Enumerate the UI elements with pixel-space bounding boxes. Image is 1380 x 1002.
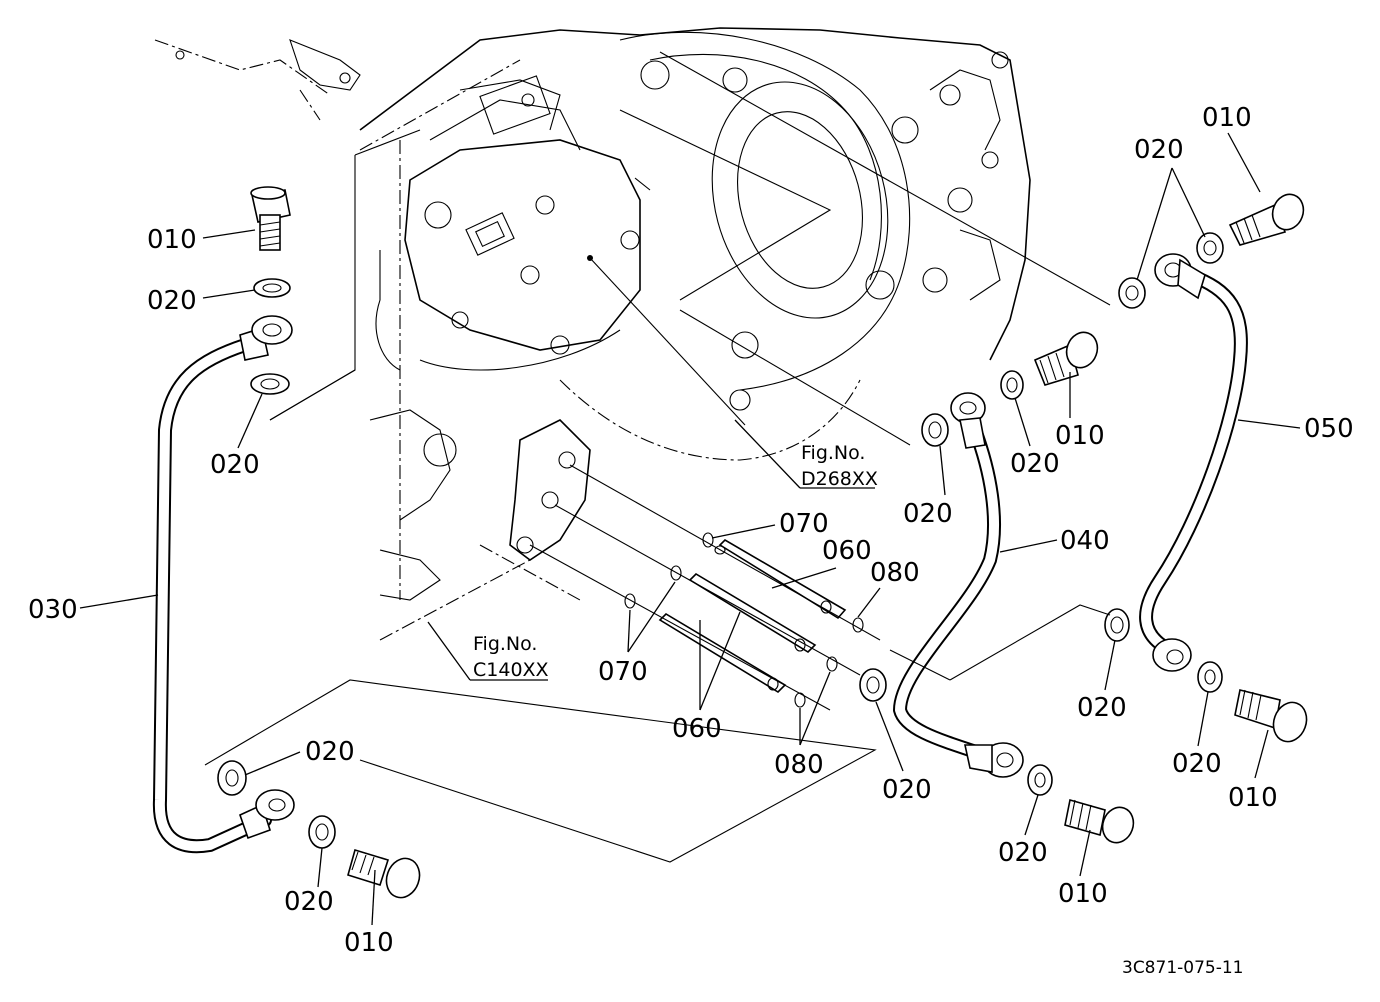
label-060: 060 [672, 714, 722, 744]
drawing-number: 3C871-075-11 [1122, 958, 1243, 978]
reference-outlines [204, 369, 1111, 863]
fig-ref-prefix: Fig.No. [473, 633, 537, 655]
label-040: 040 [1060, 526, 1110, 556]
label-010: 010 [1228, 783, 1278, 813]
label-010: 010 [1058, 879, 1108, 909]
fig-ref-code: D268XX [801, 468, 878, 490]
label-010: 010 [1055, 421, 1105, 451]
label-050: 050 [1304, 414, 1354, 444]
label-030: 030 [28, 595, 78, 625]
pipe-040 [859, 331, 1135, 844]
label-080: 080 [774, 750, 824, 780]
label-020: 020 [1172, 749, 1222, 779]
label-020: 020 [882, 775, 932, 805]
pins-and-orings [529, 464, 881, 711]
label-020: 020 [305, 737, 355, 767]
label-020: 020 [1077, 693, 1127, 723]
label-070: 070 [779, 509, 829, 539]
label-080: 080 [870, 558, 920, 588]
label-020: 020 [903, 499, 953, 529]
engine-block-drawing [154, 27, 1111, 641]
fig-ref-code: C140XX [473, 659, 549, 681]
label-010: 010 [147, 225, 197, 255]
label-020: 020 [284, 887, 334, 917]
label-060: 060 [822, 536, 872, 566]
label-010: 010 [1202, 103, 1252, 133]
part-labels: 010 020 020 030 020 020 010 010 020 050 … [28, 103, 1354, 958]
label-070: 070 [598, 657, 648, 687]
label-020: 020 [1134, 135, 1184, 165]
label-020: 020 [1010, 449, 1060, 479]
label-020: 020 [210, 450, 260, 480]
pipe-050 [1104, 193, 1308, 743]
leader-lines [79, 132, 1301, 926]
pipe-030 [152, 186, 421, 899]
fig-ref-prefix: Fig.No. [801, 442, 865, 464]
figure-references: Fig.No. D268XX Fig.No. C140XX [473, 442, 878, 681]
label-010: 010 [344, 928, 394, 958]
label-020: 020 [998, 838, 1048, 868]
label-020: 020 [147, 286, 197, 316]
